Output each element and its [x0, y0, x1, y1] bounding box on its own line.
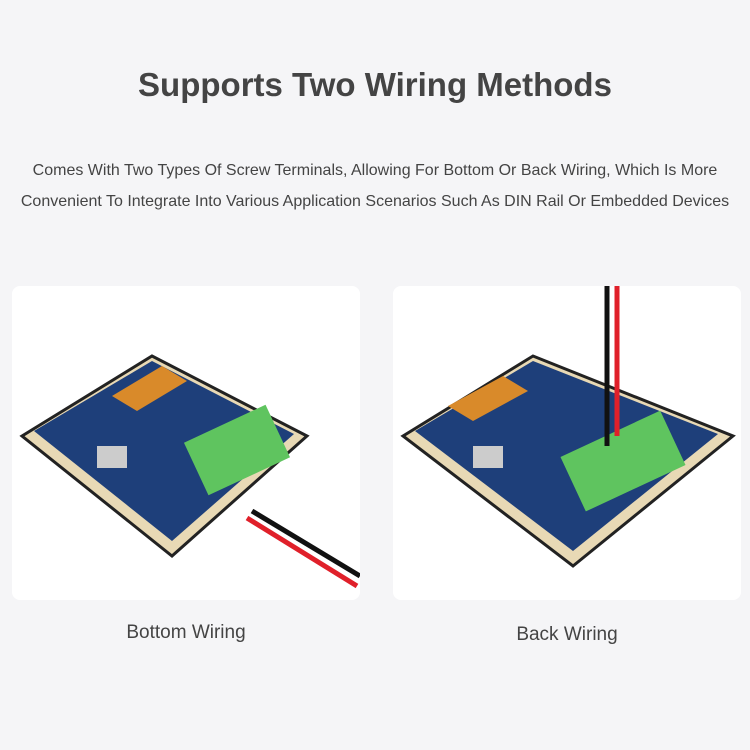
bottom-wiring-image: [12, 286, 360, 600]
back-wiring-image: [393, 286, 741, 600]
description: Comes With Two Types Of Screw Terminals,…: [20, 162, 730, 210]
bottom-wiring-caption: Bottom Wiring: [126, 622, 246, 643]
back-wiring-caption: Back Wiring: [516, 624, 618, 645]
page-title: Supports Two Wiring Methods: [138, 66, 612, 103]
